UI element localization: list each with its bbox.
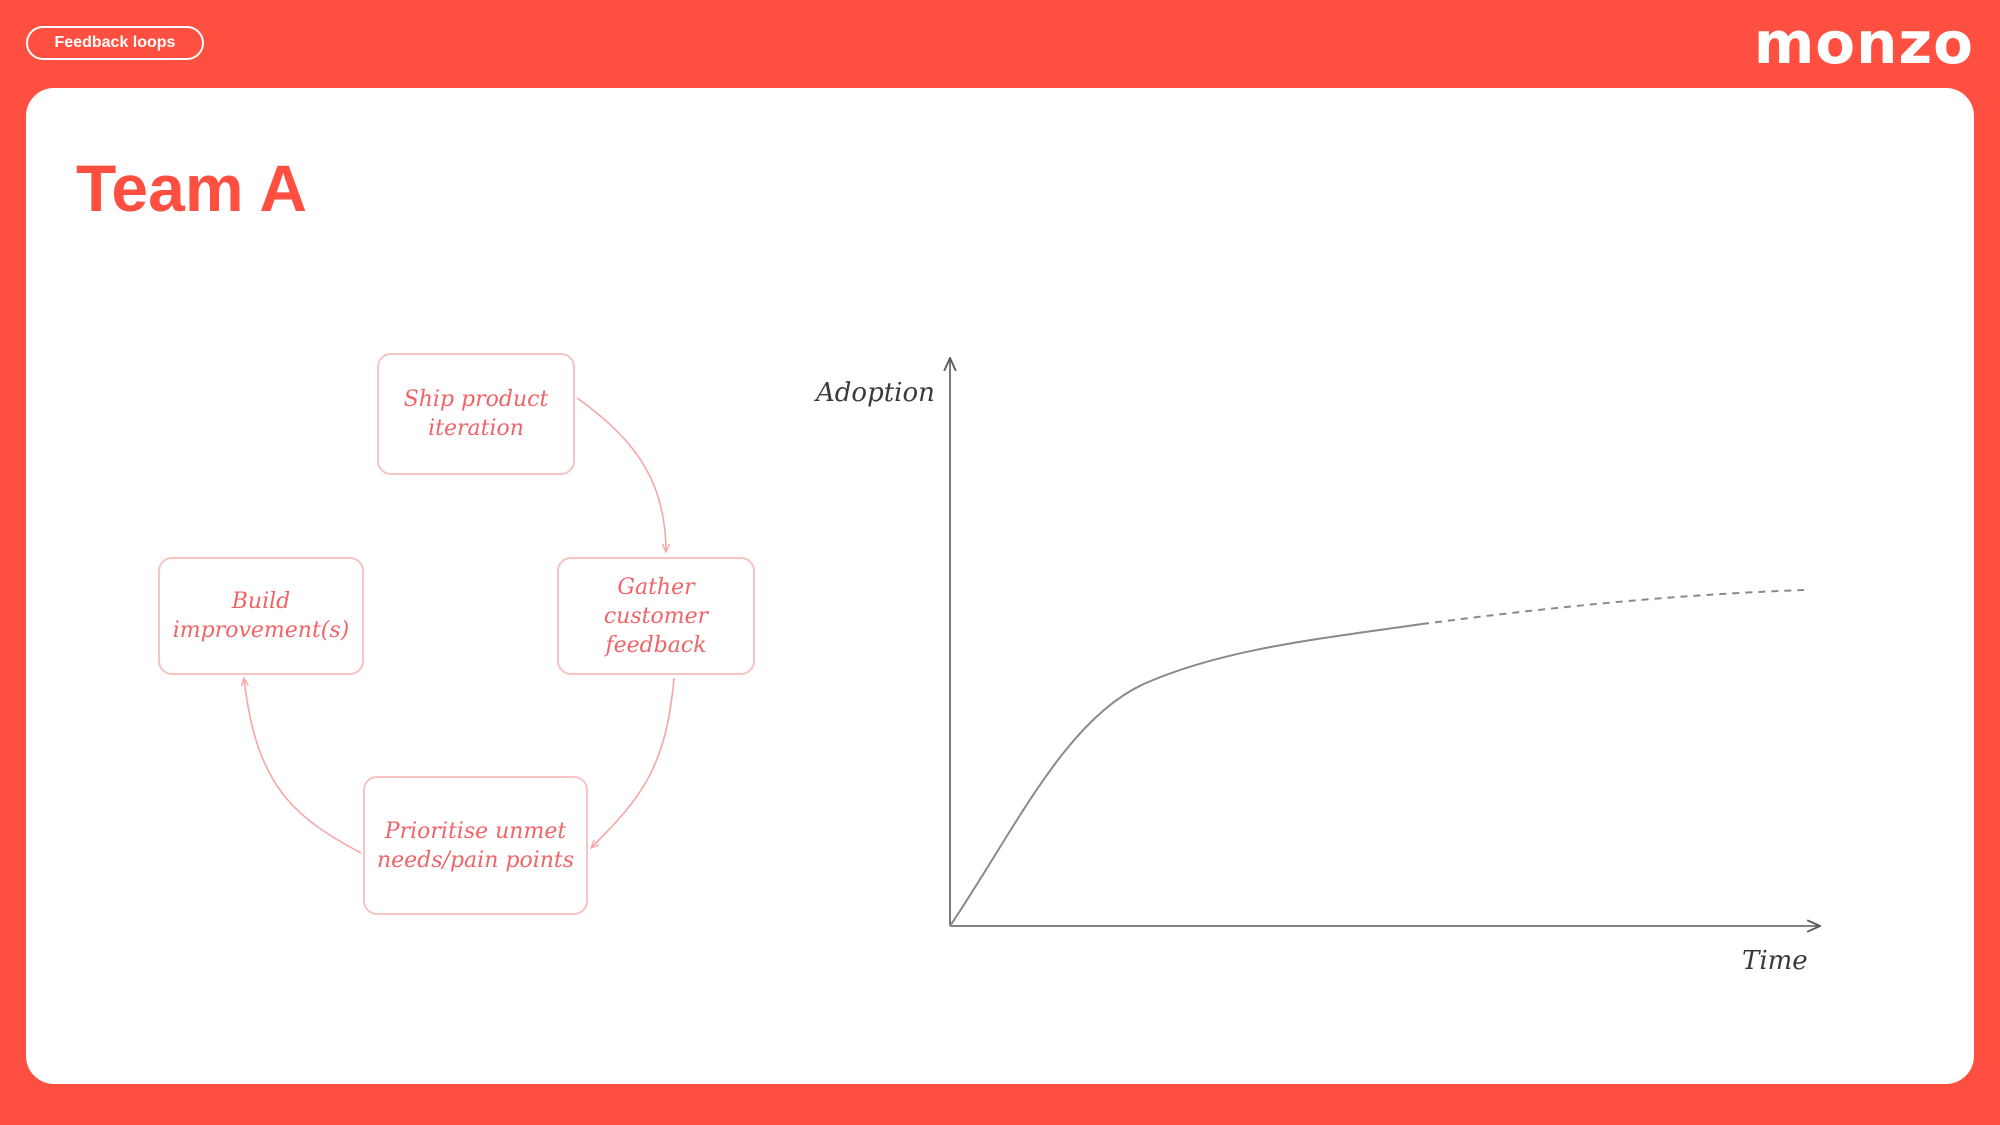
- slide-card: Team A Ship product iteration Gather cus…: [26, 88, 1974, 1084]
- loop-node-build: Build improvement(s): [158, 557, 364, 675]
- loop-arrow-gather-to-prioritise: [591, 677, 675, 848]
- brand-logo: monzo: [1753, 9, 1974, 77]
- adoption-curve-projection: [1421, 589, 1805, 625]
- adoption-curve-actual: [949, 623, 1423, 927]
- y-axis-label: Adoption: [816, 378, 935, 408]
- loop-node-ship: Ship product iteration: [377, 353, 575, 475]
- diagram-canvas: [26, 88, 1974, 1084]
- slide-title: Team A: [76, 151, 308, 225]
- loop-arrow-ship-to-gather: [576, 397, 666, 552]
- loop-node-prioritise: Prioritise unmet needs/pain points: [363, 776, 588, 915]
- loop-arrow-prioritise-to-build: [244, 678, 362, 854]
- x-axis-label: Time: [1742, 946, 1808, 976]
- loop-node-gather: Gather customer feedback: [557, 557, 755, 675]
- section-label: Feedback loops: [26, 26, 204, 60]
